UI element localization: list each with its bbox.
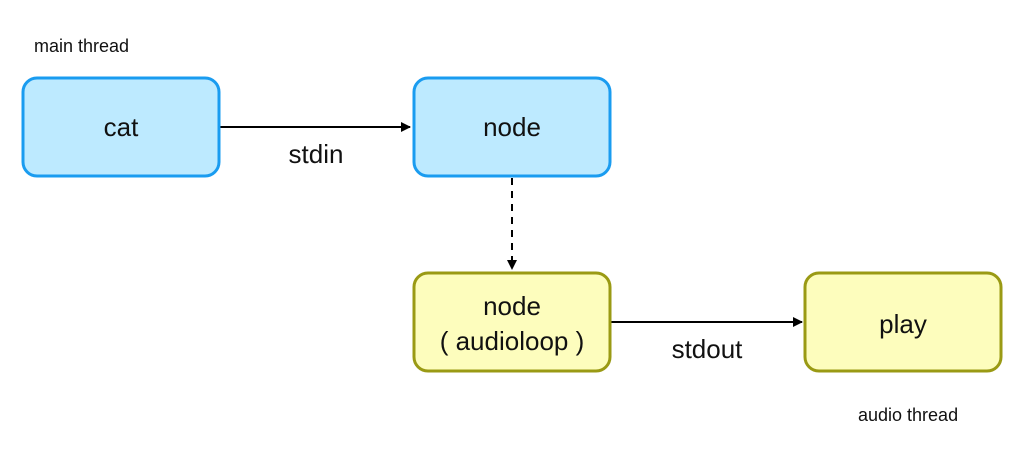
main-thread-label: main thread <box>34 36 129 56</box>
node-node-main: node <box>412 76 612 178</box>
edge-stdout: stdout <box>610 317 803 364</box>
node-cat: cat <box>21 76 221 178</box>
node-audioloop-line1: node <box>483 291 541 321</box>
node-audioloop-line2: ( audioloop ) <box>440 326 585 356</box>
node-audioloop: node ( audioloop ) <box>412 271 612 373</box>
audio-thread-label: audio thread <box>858 405 958 425</box>
node-play-label: play <box>879 309 927 339</box>
edge-stdout-label: stdout <box>672 334 744 364</box>
edge-stdin: stdin <box>220 122 411 169</box>
edge-stdin-label: stdin <box>289 139 344 169</box>
node-play: play <box>803 271 1003 373</box>
node-cat-label: cat <box>104 112 139 142</box>
node-node-main-label: node <box>483 112 541 142</box>
